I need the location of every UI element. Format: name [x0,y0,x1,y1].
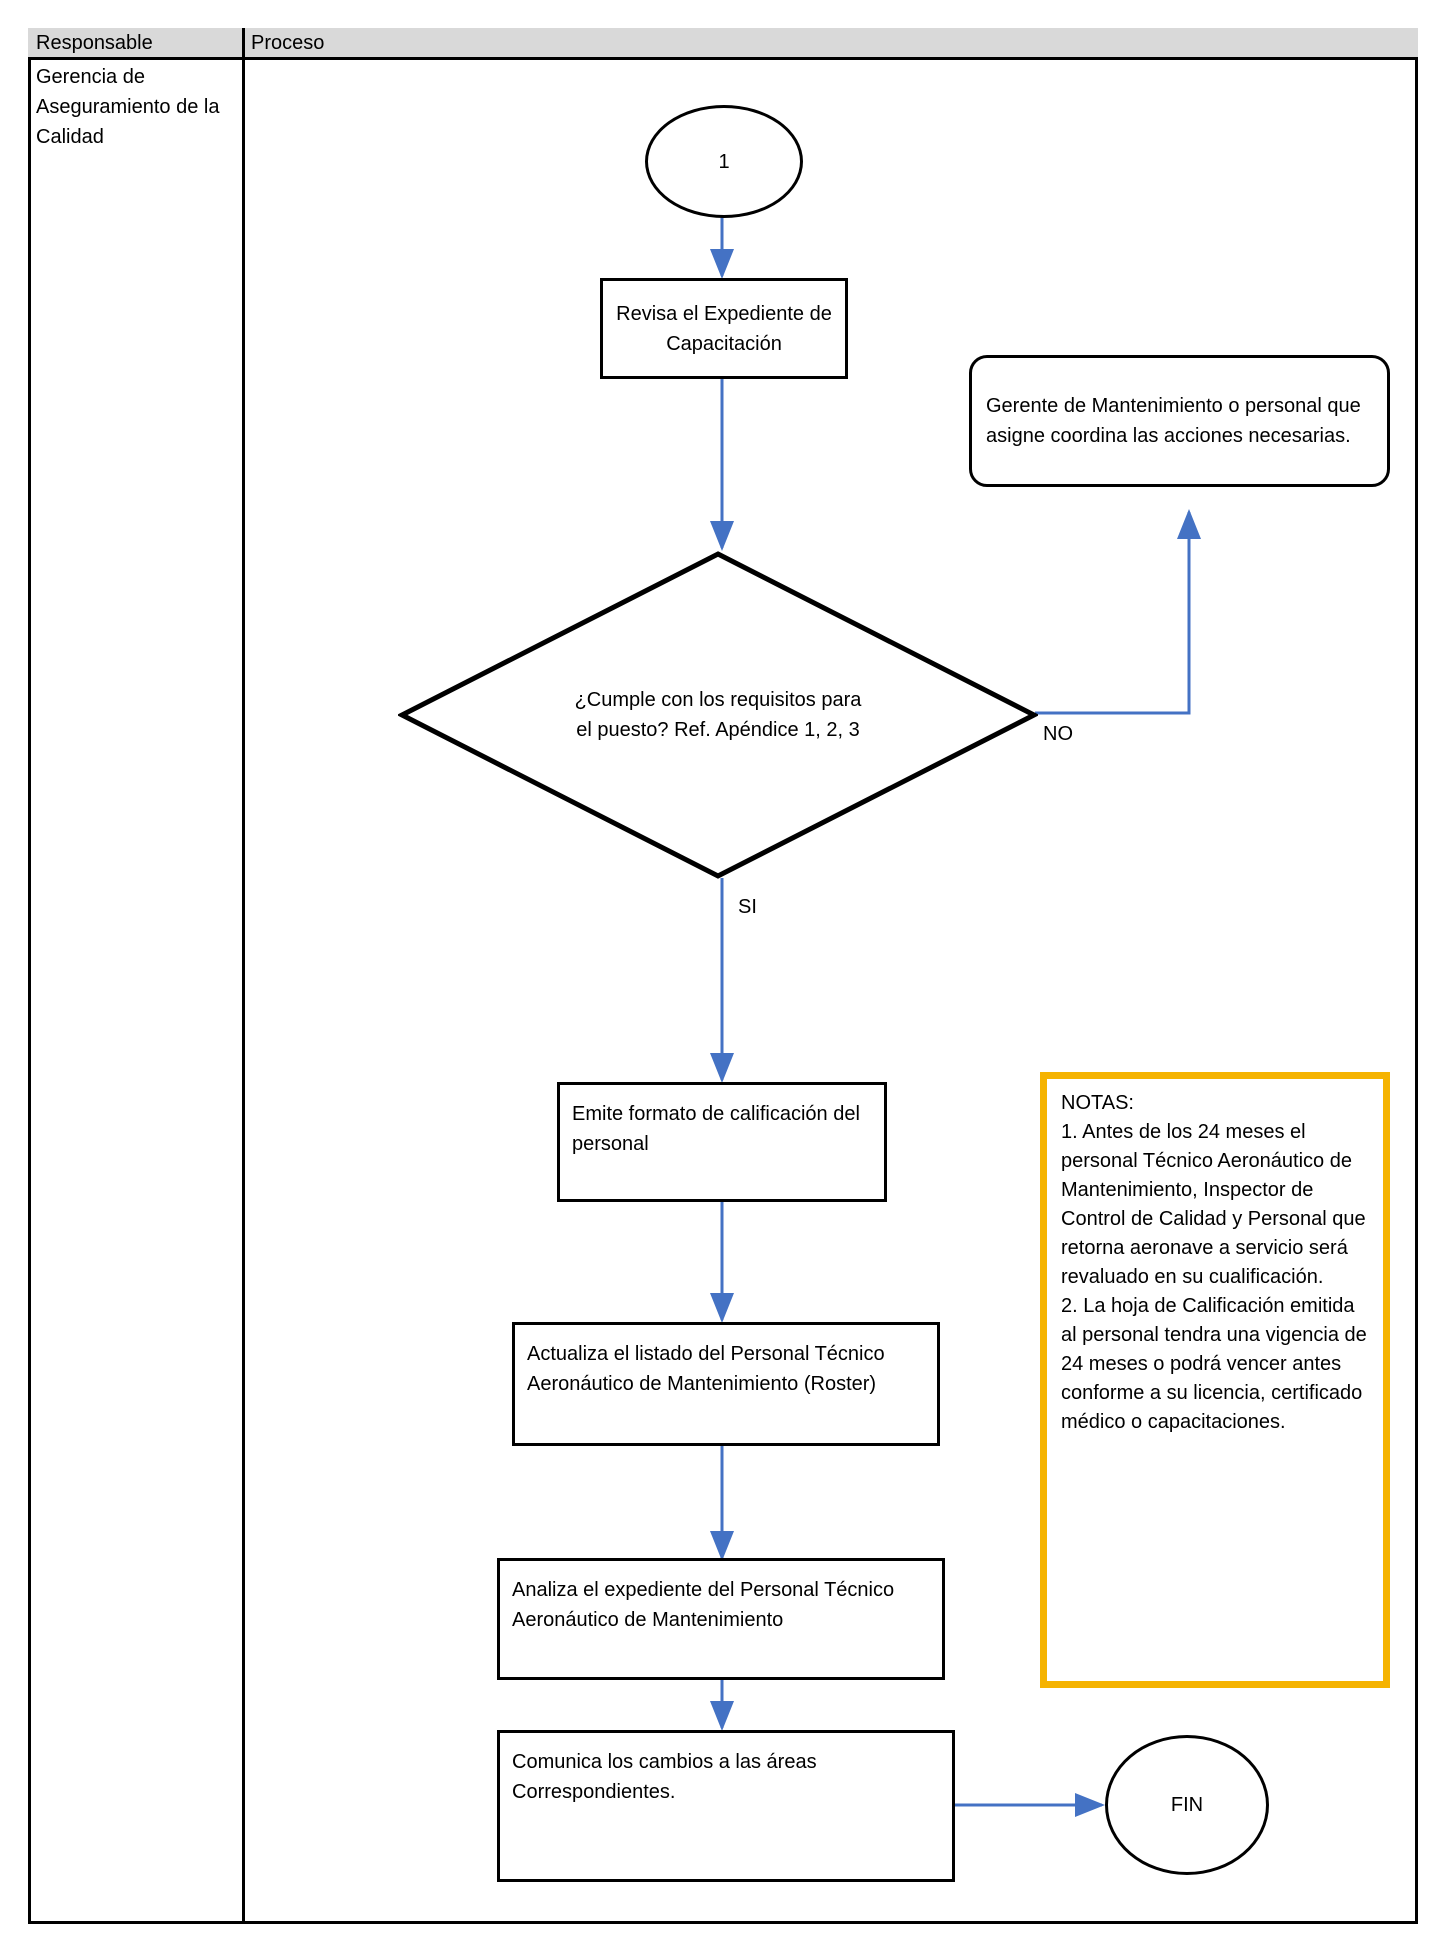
column-header-proceso: Proceso [251,32,325,54]
process-node-comunica-label: Comunica los cambios a las áreas Corresp… [512,1751,817,1803]
process-node-emite-label: Emite formato de calificación del person… [572,1103,860,1155]
end-node[interactable]: FIN [1105,1735,1269,1875]
process-node-gerente[interactable]: Gerente de Mantenimiento o personal que … [969,355,1390,487]
process-node-analiza-label: Analiza el expediente del Personal Técni… [512,1579,895,1631]
start-node-label: 1 [718,150,730,173]
notes-box: NOTAS: 1. Antes de los 24 meses el perso… [1040,1072,1390,1688]
process-node-revisa[interactable]: Revisa el Expediente de Capacitación [600,278,848,379]
process-node-revisa-label: Revisa el Expediente de Capacitación [616,302,832,355]
edge-label-si: SI [738,896,757,918]
process-node-emite[interactable]: Emite formato de calificación del person… [557,1082,887,1202]
edge-label-no: NO [1043,723,1073,745]
start-node[interactable]: 1 [645,105,803,218]
decision-node-cumple-requisitos[interactable]: ¿Cumple con los requisitos para el puest… [398,550,1038,880]
column-divider [242,28,245,1924]
process-node-analiza[interactable]: Analiza el expediente del Personal Técni… [497,1558,945,1680]
responsable-lane-label: Gerencia de Aseguramiento de la Calidad [36,66,220,148]
column-header-responsable: Responsable [36,32,153,54]
process-node-comunica[interactable]: Comunica los cambios a las áreas Corresp… [497,1730,955,1882]
process-node-actualiza[interactable]: Actualiza el listado del Personal Técnic… [512,1322,940,1446]
process-node-actualiza-label: Actualiza el listado del Personal Técnic… [527,1343,885,1395]
end-node-label: FIN [1170,1794,1204,1816]
process-node-gerente-label: Gerente de Mantenimiento o personal que … [986,395,1361,447]
table-header-row: Responsable Proceso [28,28,1418,60]
